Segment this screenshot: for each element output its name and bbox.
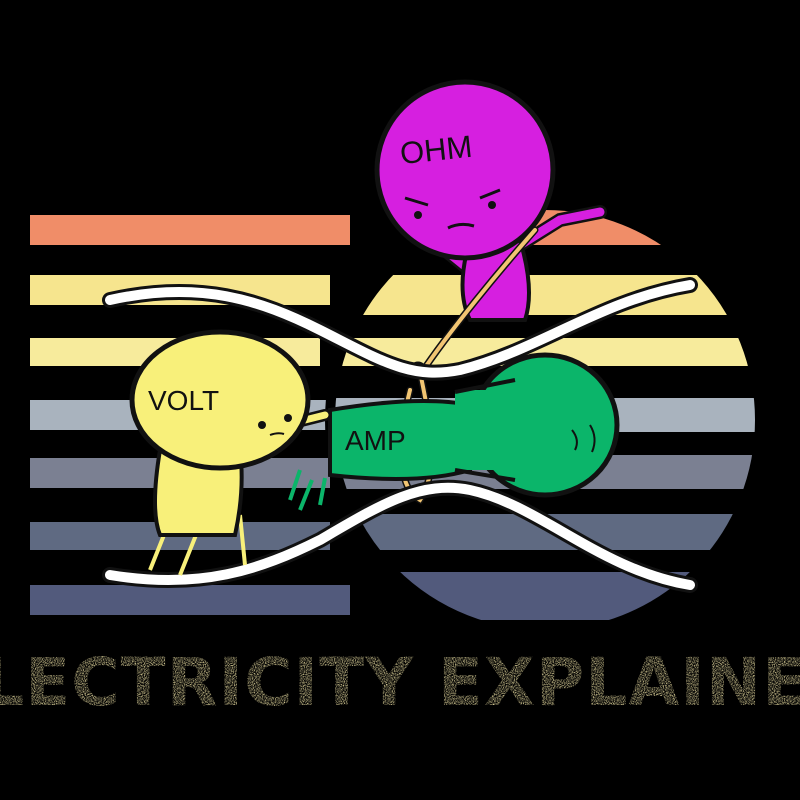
volt-label: VOLT	[148, 385, 219, 416]
title: ELECTRICITY EXPLAINED	[0, 644, 800, 721]
resistor-wire-icon	[102, 277, 698, 593]
amp-character: AMP	[288, 352, 620, 511]
amp-label: AMP	[345, 425, 406, 456]
volt-character: VOLT	[129, 329, 331, 576]
ohm-label: OHM	[398, 129, 474, 171]
